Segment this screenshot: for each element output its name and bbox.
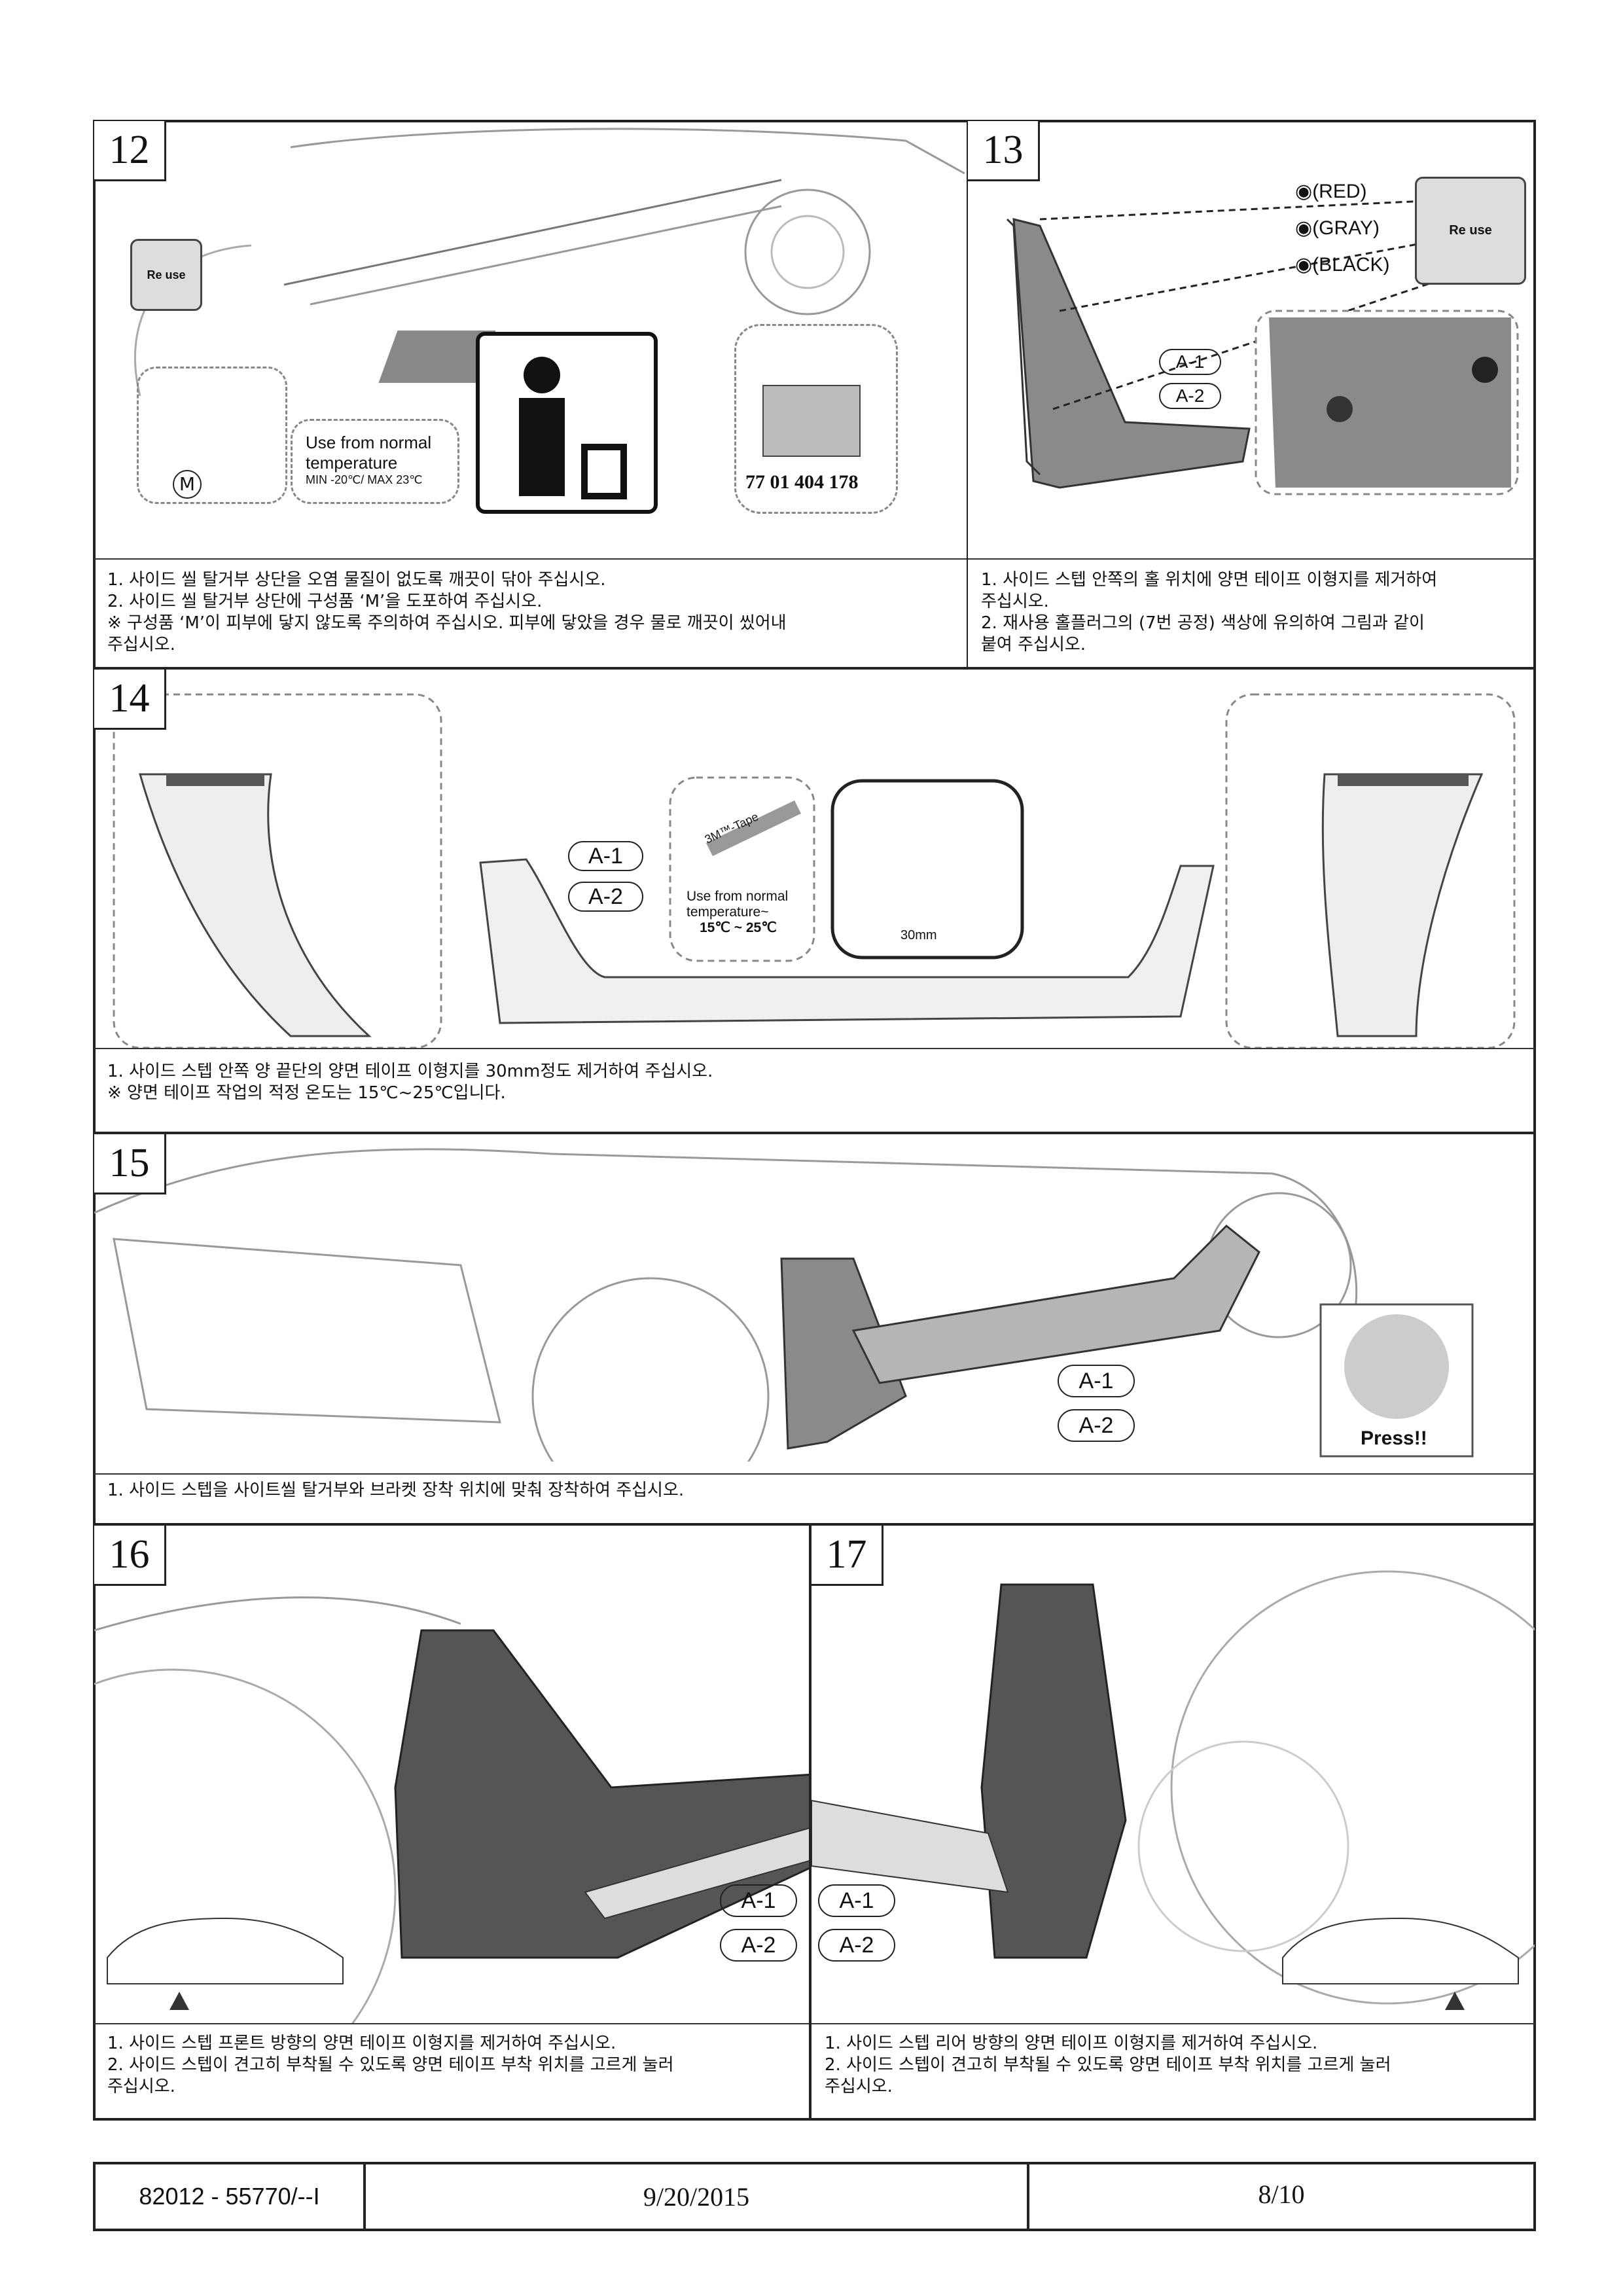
- step-number: 14: [94, 670, 166, 730]
- step-17-instructions: 1. 사이드 스텝 리어 방향의 양면 테이프 이형지를 제거하여 주십시오. …: [825, 2034, 1391, 2096]
- step-13-instructions: 1. 사이드 스텝 안쪽의 홀 위치에 양면 테이프 이형지를 제거하여 주십시…: [981, 570, 1438, 655]
- plug-icon: ◉: [1295, 217, 1313, 239]
- compound-m-marker: M: [173, 470, 202, 499]
- label-a2: A-2: [1058, 1409, 1135, 1442]
- tape-temperature-note: Use from normal temperature~ 15℃ ~ 25℃: [687, 889, 789, 935]
- footer-date: 9/20/2015: [363, 2162, 1029, 2231]
- label-a1: A-1: [818, 1884, 895, 1917]
- plug-black: ◉(BLACK): [1295, 254, 1390, 276]
- compound-m-callout: M: [137, 367, 287, 504]
- step-14-panel: 14 A-1 A-2 3M™-Tape Use from normal temp…: [93, 668, 1536, 1133]
- label-a1: A-1: [1159, 349, 1221, 375]
- step-16-illustration: [94, 1596, 809, 2023]
- label-a2: A-2: [818, 1929, 895, 1962]
- step-17-panel: 17 A-1 A-2 1. 사이드 스텝 리어 방향의 양면 테이프 이형지를 …: [810, 1524, 1536, 2121]
- footer-doc-number: 82012 - 55770/--I: [93, 2162, 366, 2231]
- step-17-illustration: [812, 1570, 1535, 2010]
- step-13-panel: 13 ◉(RED) ◉(GRAY) ◉(BLACK) Re use A-1 A-…: [967, 120, 1536, 668]
- step-14-illustration: [113, 693, 1516, 1049]
- step-16-instructions: 1. 사이드 스텝 프론트 방향의 양면 테이프 이형지를 제거하여 주십시오.…: [107, 2034, 674, 2096]
- step-12-instructions: 1. 사이드 씰 탈거부 상단을 오염 물질이 없도록 깨끗이 닦아 주십시오.…: [107, 570, 787, 655]
- label-a2: A-2: [720, 1929, 797, 1962]
- step-13-illustration: [1006, 198, 1519, 495]
- press-label: Press!!: [1361, 1427, 1427, 1449]
- label-a1: A-1: [1058, 1365, 1135, 1397]
- step-14-instructions: 1. 사이드 스텝 안쪽 양 끝단의 양면 테이프 이형지를 30mm정도 제거…: [107, 1062, 713, 1103]
- product-can-icon: [762, 385, 861, 457]
- step-15-instructions: 1. 사이드 스텝을 사이트씰 탈거부와 브라켓 장착 위치에 맞춰 장착하여 …: [107, 1480, 685, 1500]
- step-number: 13: [968, 121, 1040, 181]
- dispose-waste-icon: [476, 332, 658, 514]
- plug-icon: ◉: [1295, 254, 1313, 276]
- footer-page: 8/10: [1027, 2162, 1536, 2231]
- label-a2: A-2: [1159, 383, 1221, 409]
- plug-gray: ◉(GRAY): [1295, 217, 1380, 239]
- temperature-callout: Use from normal temperature MIN -20℃/ MA…: [291, 419, 459, 504]
- step-15-panel: 15 A-1 A-2 Press!! 1. 사이드 스텝을 사이트씰 탈거부와 …: [93, 1133, 1536, 1524]
- step-number: 17: [812, 1526, 883, 1586]
- plug-legend: ◉(RED) ◉(GRAY) ◉(BLACK): [1295, 173, 1390, 283]
- step-16-panel: 16 A-1 A-2 1. 사이드 스텝 프론트 방향의 양면 테이프 이형지를…: [93, 1524, 810, 2121]
- grease-remover-callout: 77 01 404 178: [734, 324, 898, 514]
- label-a2: A-2: [568, 882, 643, 912]
- step-15-illustration: [94, 1148, 1474, 1462]
- reuse-icon: Re use: [130, 239, 202, 311]
- plug-red: ◉(RED): [1295, 181, 1367, 202]
- step-number: 12: [94, 121, 166, 181]
- label-a1: A-1: [720, 1884, 797, 1917]
- peel-length-label: 30mm: [901, 928, 937, 942]
- step-12-panel: 12 Re use M Use from normal temperature …: [93, 120, 968, 668]
- step-12-illustration: [134, 128, 965, 397]
- label-a1: A-1: [568, 841, 643, 871]
- reuse-icon: Re use: [1415, 177, 1526, 285]
- step-number: 16: [94, 1526, 166, 1586]
- plug-icon: ◉: [1295, 181, 1313, 202]
- step-number: 15: [94, 1134, 166, 1194]
